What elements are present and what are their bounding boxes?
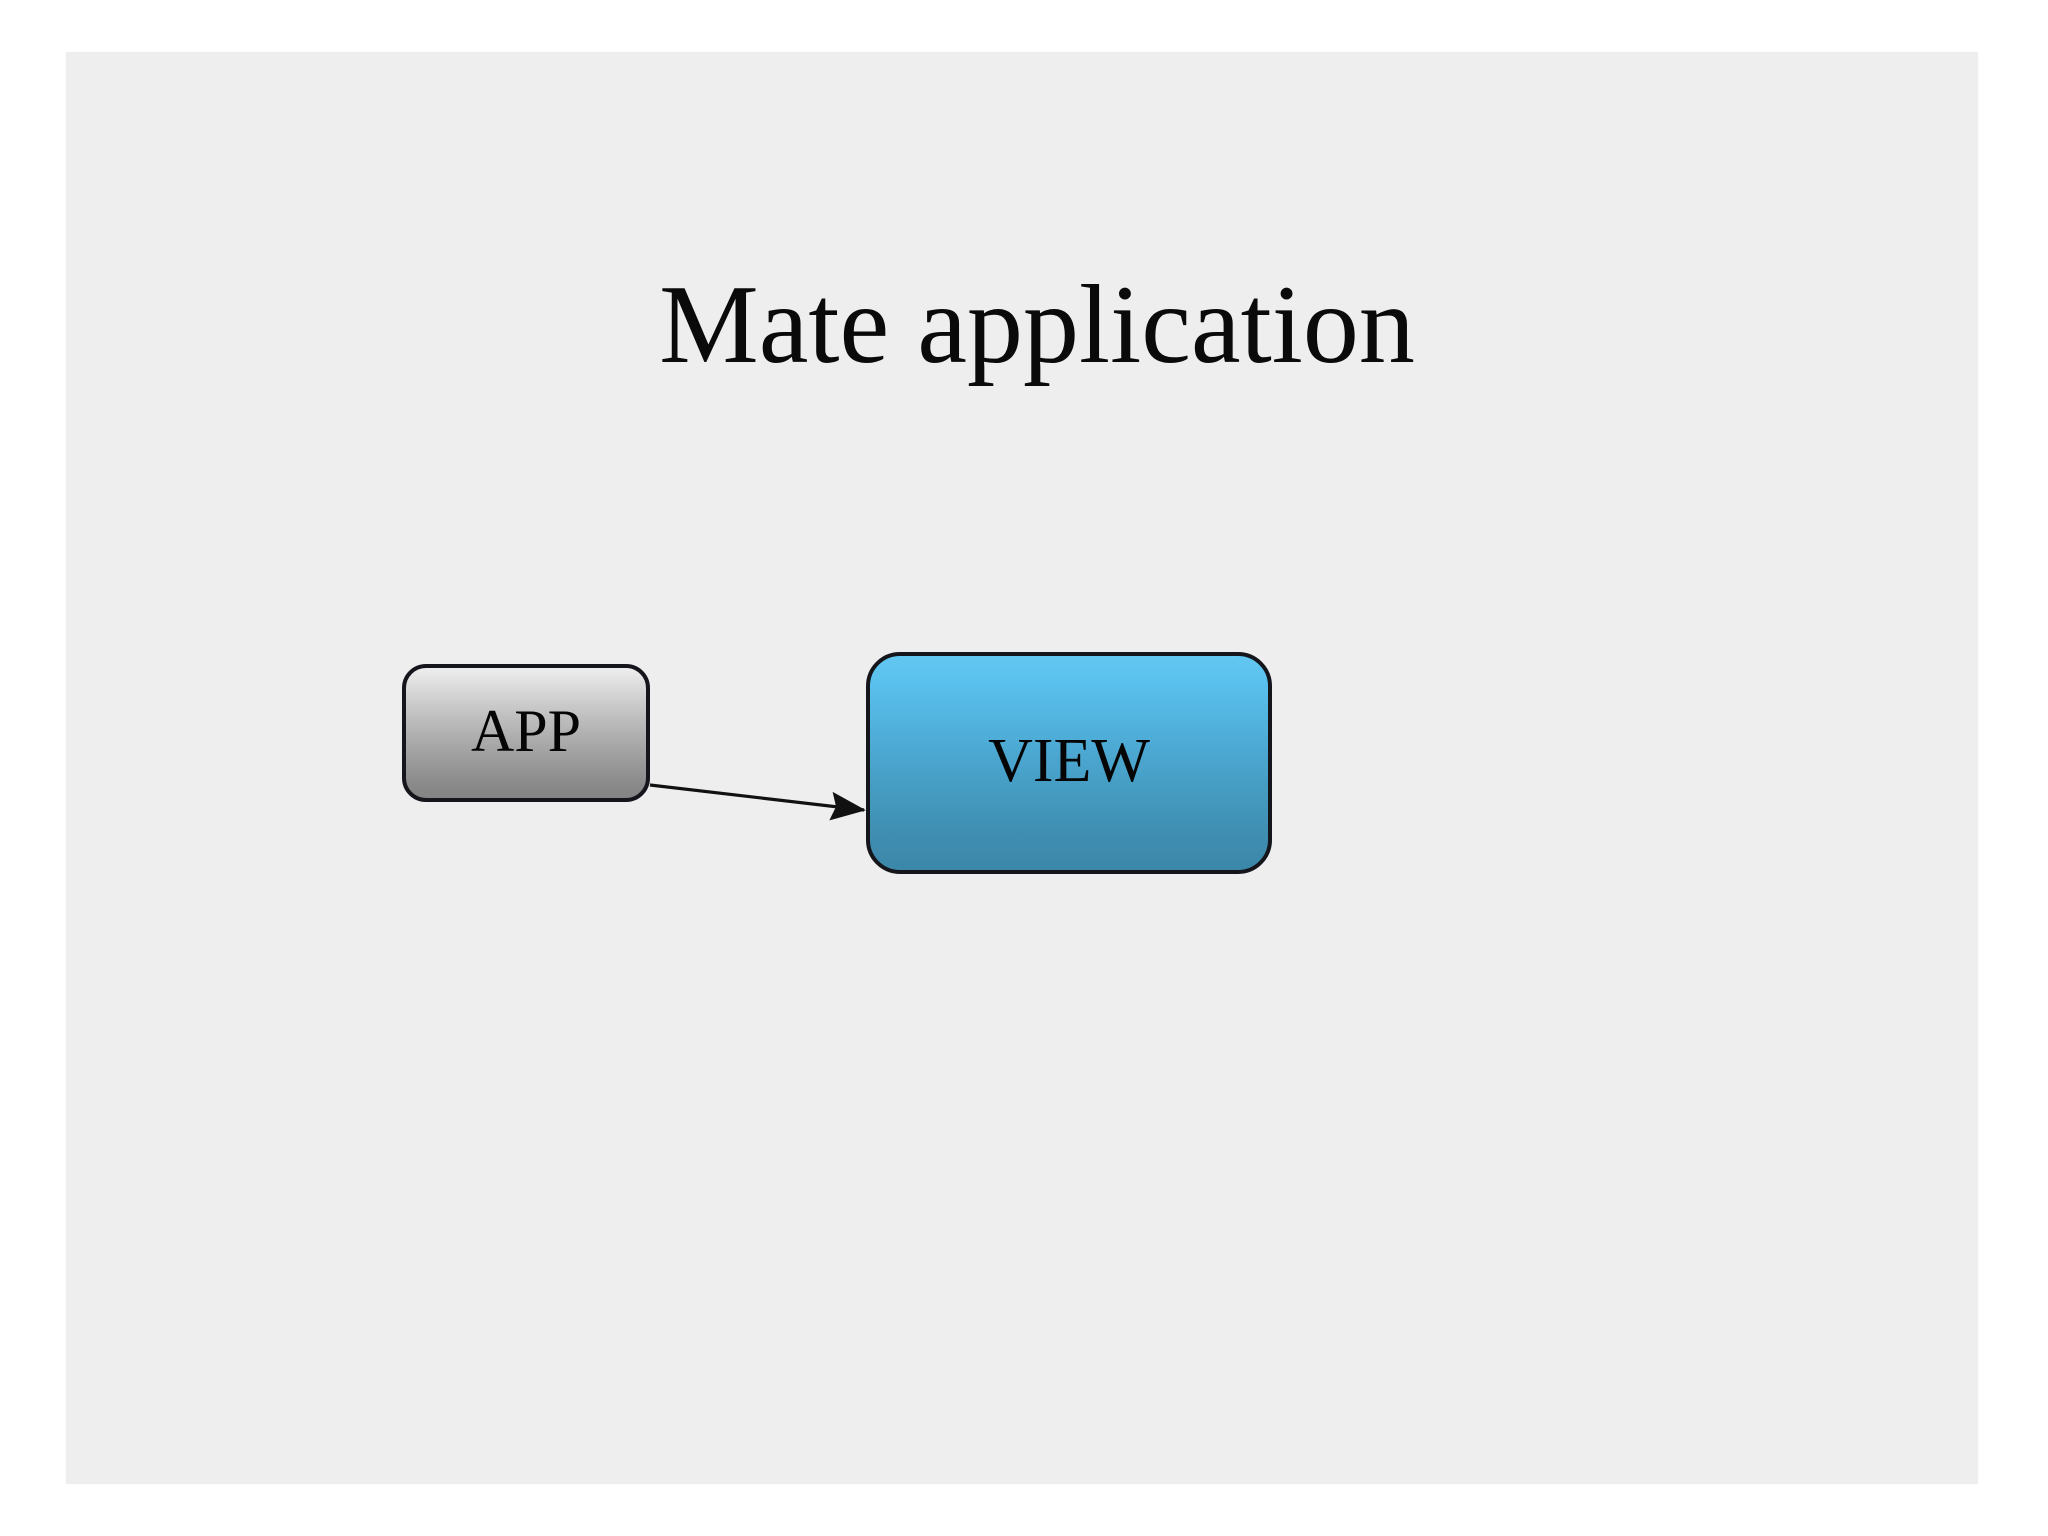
diagram-node-view[interactable]: VIEW — [866, 652, 1272, 874]
diagram-node-app[interactable]: APP — [402, 664, 650, 802]
page-title: Mate application — [659, 263, 1415, 388]
slide-surface: Mate application APP VIEW — [66, 52, 1978, 1484]
diagram-canvas: APP VIEW — [66, 52, 1978, 1484]
diagram-node-app-label: APP — [470, 698, 582, 764]
connector-line — [649, 783, 866, 821]
diagram-node-view-label: VIEW — [988, 727, 1150, 795]
